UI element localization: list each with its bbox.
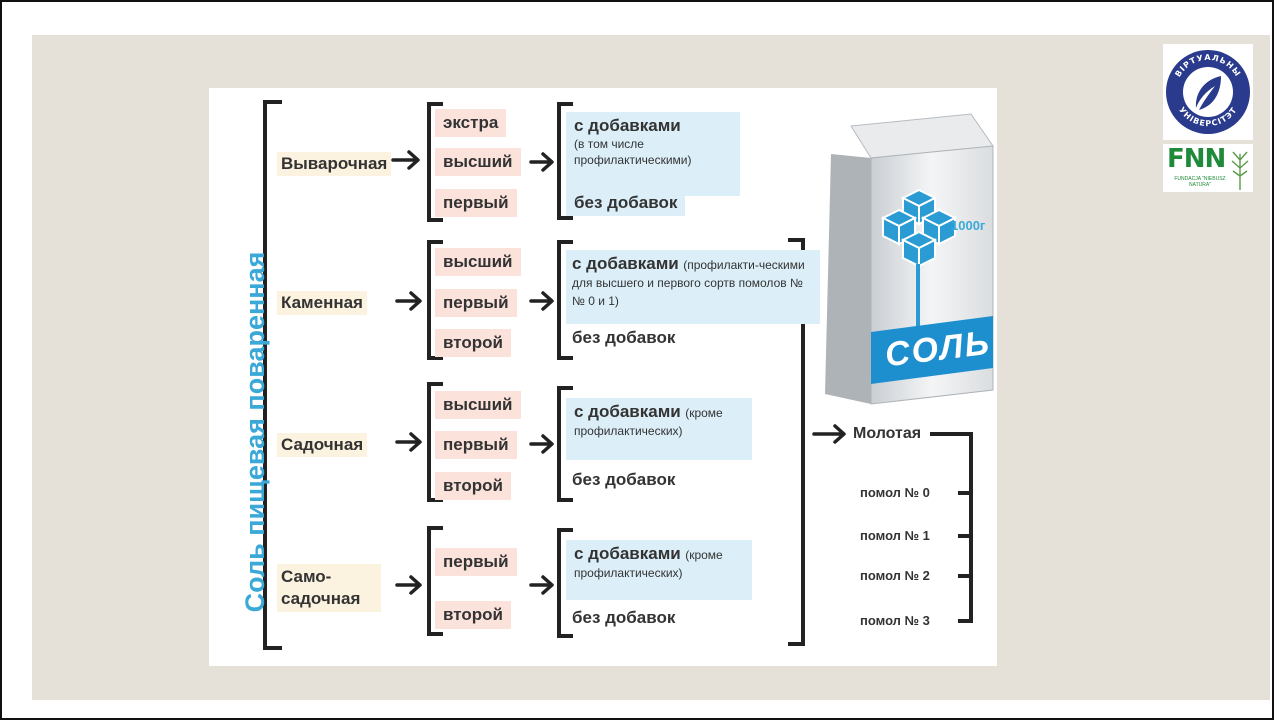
grind-label: помол № 0	[860, 485, 930, 500]
type-label: Каменная	[277, 291, 367, 315]
fnn-caption: FUNDACJA "NIEBUSZ NATURA"	[1174, 176, 1226, 188]
feather-icon	[1195, 76, 1221, 110]
grade-label: второй	[435, 472, 511, 500]
grade-label: второй	[435, 329, 511, 357]
grade-label: первый	[435, 431, 517, 459]
additives-note: (кроме профилактических)	[574, 406, 723, 438]
arrow-grade-4	[529, 575, 554, 595]
grade-label: высший	[435, 391, 521, 419]
arrow-grade-3	[529, 434, 554, 454]
arrow-ground	[812, 424, 846, 444]
additives-box: с добавками (профилакти-ческими для высш…	[566, 250, 820, 324]
diagram-connectors	[263, 100, 973, 650]
with-additives-label: с добавками	[572, 254, 679, 273]
grade-label: высший	[435, 148, 521, 176]
salt-package-drawing	[825, 113, 994, 405]
additive-bracket-3	[557, 386, 573, 502]
grade-bracket-3	[427, 382, 443, 502]
additives-note: (профилакти-ческими для высшего и первог…	[572, 258, 805, 308]
grade-bracket-2	[427, 240, 443, 360]
arrow-grade-1	[529, 152, 554, 172]
with-additives-label: с добавками	[574, 544, 681, 563]
university-logo-drawing: ВІРТУАЛЬНЫ УНІВЕРСІТЭТ	[1166, 50, 1250, 134]
grade-label: высший	[435, 248, 521, 276]
additives-note: (кроме профилактических)	[574, 548, 723, 580]
arrow-type-3	[395, 432, 422, 452]
type-label: Садочная	[277, 433, 368, 457]
grade-label: первый	[435, 289, 517, 317]
fnn-letters: FNN	[1167, 144, 1226, 174]
university-logo: ВІРТУАЛЬНЫ УНІВЕРСІТЭТ	[1163, 44, 1253, 140]
grind-bracket	[930, 432, 973, 623]
grade-label: первый	[435, 189, 517, 217]
with-additives-label: с добавками	[574, 116, 681, 135]
additives-note: (в том числе профилактическими)	[574, 137, 692, 167]
grind-label: помол № 2	[860, 568, 930, 583]
grade-label: второй	[435, 601, 511, 629]
arrow-type-4	[395, 575, 422, 595]
no-additives-label: без добавок	[566, 190, 686, 216]
diagram-card: Соль пищевая поваренная Выварочная Камен…	[209, 88, 997, 666]
ground-label: Молотая	[853, 425, 922, 442]
type-label: Само-садочная	[277, 564, 381, 612]
additives-box: с добавками (в том числе профилактически…	[566, 112, 740, 196]
with-additives-label: с добавками	[574, 402, 681, 421]
arrow-type-1	[391, 150, 420, 170]
arrow-grade-2	[529, 291, 554, 311]
right-bracket	[788, 238, 805, 646]
package-weight: 1000г	[951, 218, 986, 233]
grade-bracket-4	[427, 526, 443, 636]
grade-label: первый	[435, 548, 517, 576]
additive-bracket-2	[557, 240, 573, 360]
additives-box: с добавками (кроме профилактических)	[566, 398, 752, 460]
no-additives-label: без добавок	[572, 470, 676, 489]
tree-icon	[1231, 151, 1249, 190]
grind-label: помол № 3	[860, 613, 930, 628]
grind-label: помол № 1	[860, 528, 930, 543]
grade-label: экстра	[435, 109, 507, 137]
no-additives-label: без добавок	[572, 608, 676, 627]
no-additives-label: без добавок	[572, 328, 676, 347]
fnn-logo: FNN FUNDACJA "NIEBUSZ NATURA"	[1163, 144, 1253, 192]
main-bracket	[263, 100, 282, 650]
arrow-type-2	[395, 291, 422, 311]
additive-bracket-4	[557, 528, 573, 638]
additives-box: с добавками (кроме профилактических)	[566, 540, 752, 600]
additive-bracket-1	[557, 102, 573, 220]
salt-package-image: 1000г СОЛЬ	[821, 106, 1011, 416]
type-label: Выварочная	[277, 152, 392, 176]
diagram-title: Соль пищевая поваренная	[240, 251, 270, 613]
grade-bracket-1	[427, 102, 443, 222]
